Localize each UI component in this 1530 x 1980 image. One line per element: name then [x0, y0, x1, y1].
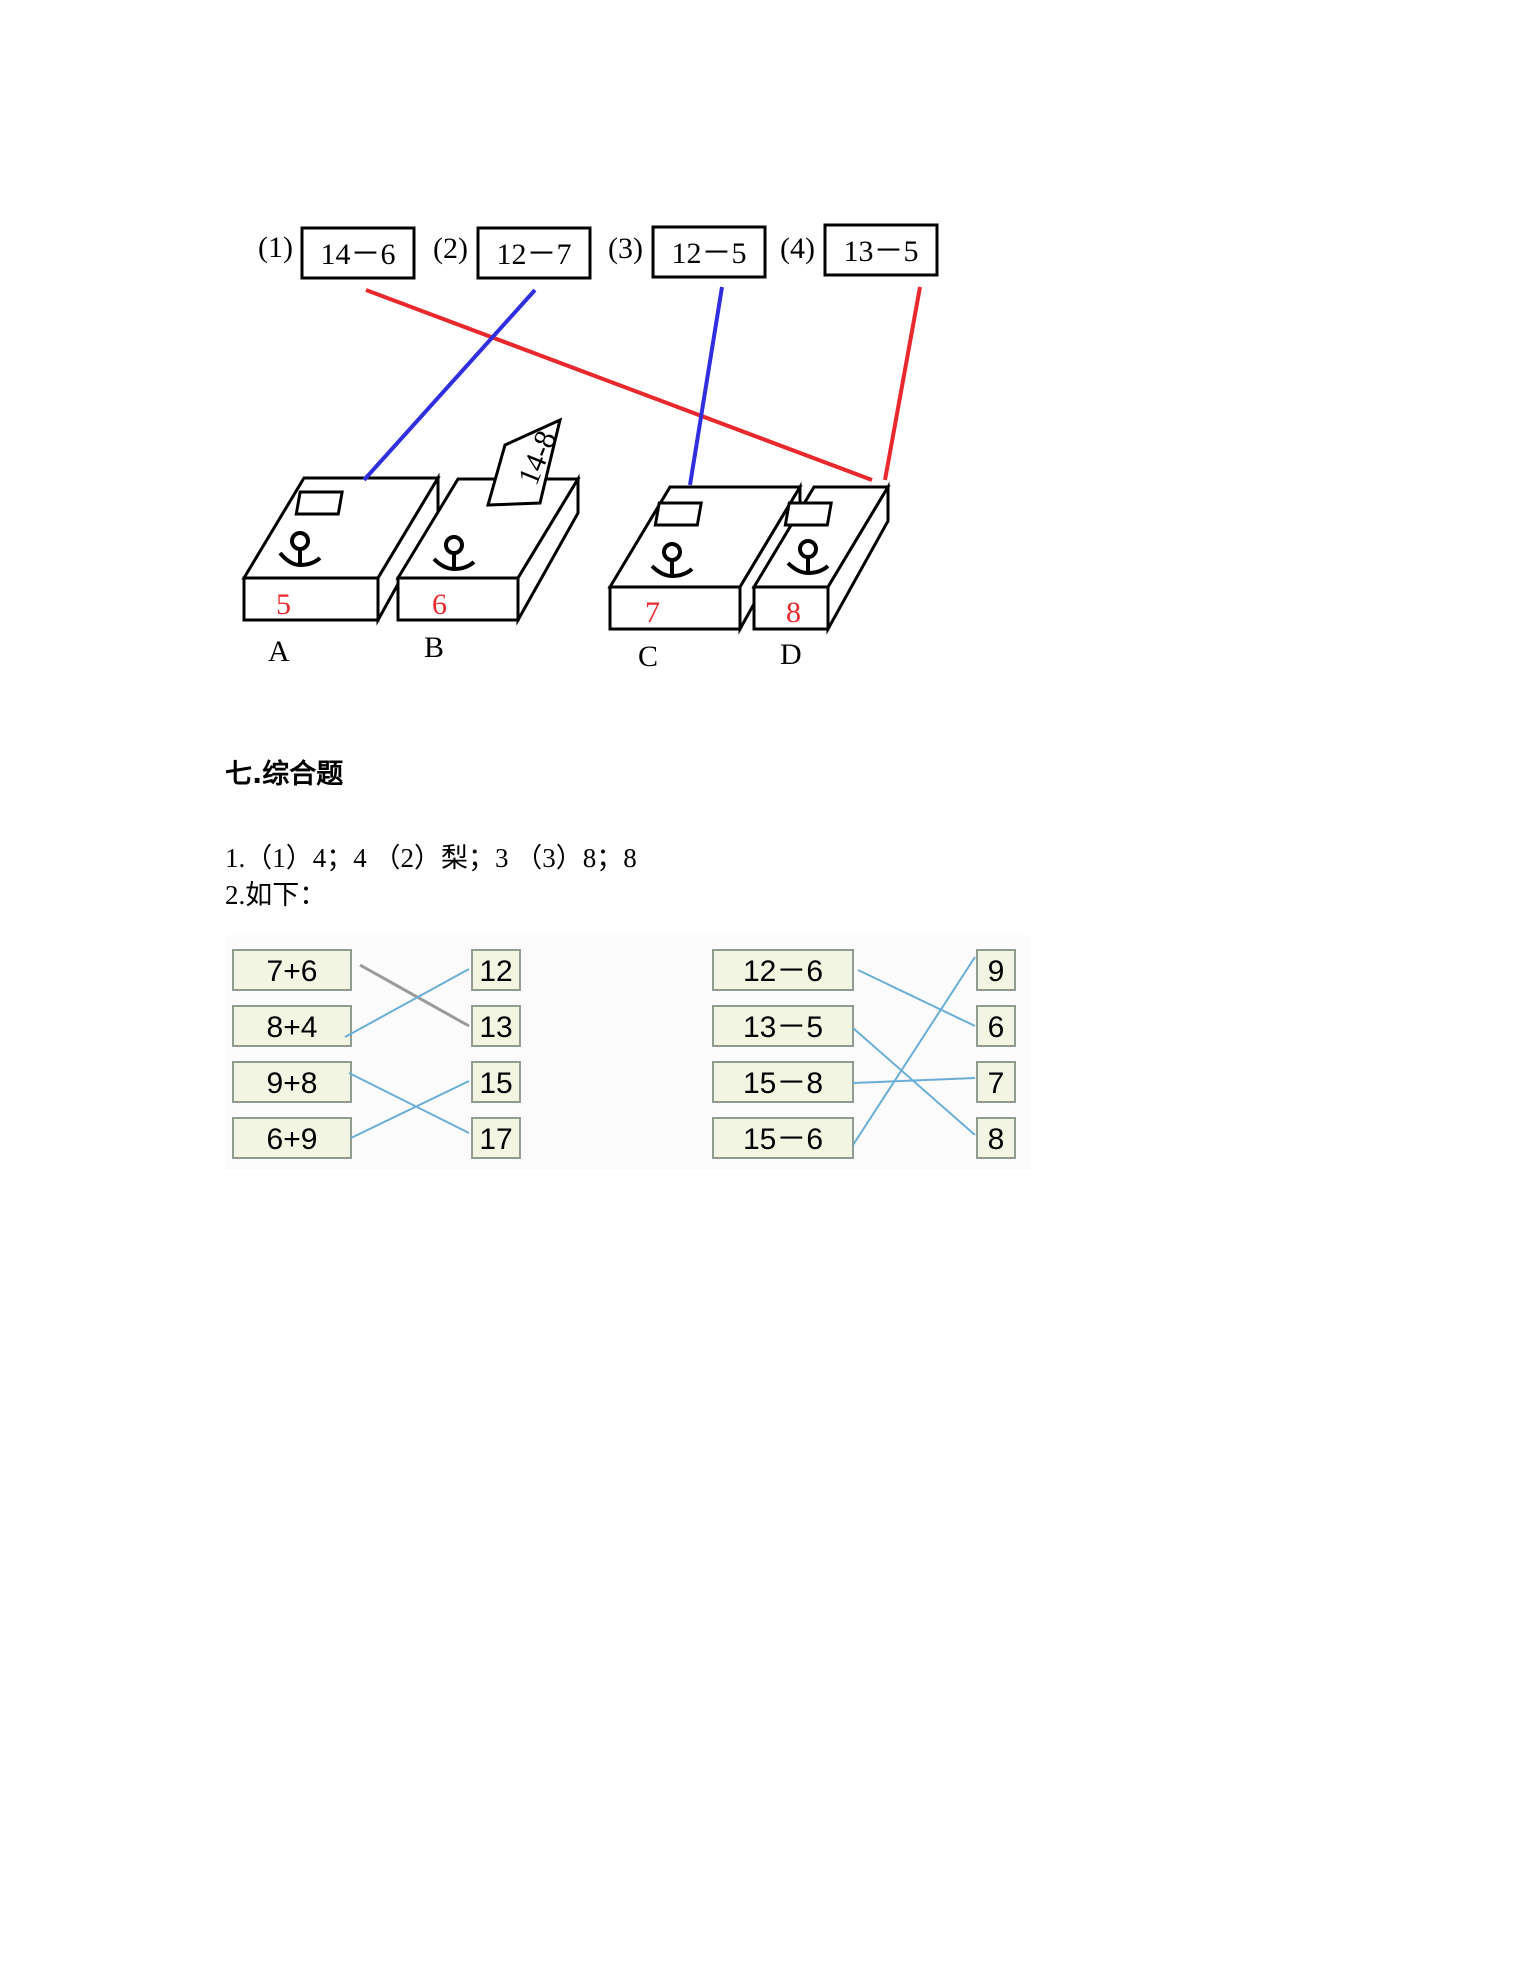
left-expr-1: 7+6: [267, 955, 318, 988]
prompt-box-3: 12－5: [651, 225, 767, 279]
right-result-2: 6: [988, 1011, 1005, 1044]
prompt-box-2: 12－7: [476, 226, 592, 280]
match-line-4-d: [883, 286, 922, 481]
left-expr-box-1: 7+6: [232, 949, 352, 991]
left-result-box-1: 12: [471, 949, 521, 991]
left-expr-box-3: 9+8: [232, 1061, 352, 1103]
right-result-box-2: 6: [976, 1005, 1016, 1047]
left-result-1: 12: [479, 955, 512, 988]
prompt-tag-4: (4): [780, 232, 815, 265]
left-expr-4: 6+9: [267, 1123, 318, 1156]
right-result-box-3: 7: [976, 1061, 1016, 1103]
left-result-4: 17: [479, 1123, 512, 1156]
match-15minus8-7: [852, 1077, 976, 1084]
right-expr-box-2: 13－5: [712, 1005, 854, 1047]
match-7plus6-13: [359, 963, 470, 1028]
flower-icon: [432, 535, 476, 572]
answer-line-1: 1.（1）4；4 （2）梨；3 （3）8；8: [225, 843, 637, 873]
box-letter-a: A: [268, 635, 290, 668]
right-expr-box-3: 15－8: [712, 1061, 854, 1103]
left-result-3: 15: [479, 1067, 512, 1100]
box-letter-c: C: [638, 640, 658, 673]
prompt-expr-3: 12－5: [672, 237, 747, 270]
right-result-1: 9: [988, 955, 1005, 988]
right-result-4: 8: [988, 1123, 1005, 1156]
prompt-tag-3: (3): [608, 232, 643, 265]
box-d: 8 D: [751, 481, 891, 671]
right-expr-2: 13－5: [743, 1011, 823, 1044]
box-b: 14-8 6 B: [395, 417, 581, 664]
prompt-tag-1: (1): [258, 231, 293, 264]
left-expr-2: 8+4: [267, 1011, 318, 1044]
match-15minus6-9: [852, 956, 976, 1146]
prompt-box-1: 14－6: [300, 226, 416, 280]
flower-icon: [786, 539, 830, 576]
prompt-expr-1: 14－6: [321, 238, 396, 271]
right-expr-3: 15－8: [743, 1067, 823, 1100]
top-matching-figure: (1) (2) (3) (4) 14－6 12－7 12－5 13－5 5 A: [241, 223, 939, 673]
prompt-expr-4: 13－5: [844, 235, 919, 268]
left-expr-box-4: 6+9: [232, 1117, 352, 1159]
box-number-a: 5: [276, 588, 291, 621]
left-result-box-2: 13: [471, 1005, 521, 1047]
match-12minus6-6: [857, 969, 976, 1027]
match-line-3-c: [688, 286, 724, 486]
match-6plus9-15: [350, 1080, 470, 1139]
match-line-1-d: [365, 288, 873, 482]
box-letter-b: B: [424, 631, 444, 664]
match-line-2-a: [362, 288, 537, 482]
right-expr-1: 12－6: [743, 955, 823, 988]
right-expr-4: 15－6: [743, 1123, 823, 1156]
prompt-box-4: 13－5: [823, 223, 939, 277]
box-number-d: 8: [786, 596, 801, 629]
left-result-2: 13: [479, 1011, 512, 1044]
bottom-matching-figure: 7+6 8+4 9+8 6+9 12 13 15 17 12－6 13－5 15…: [225, 935, 1030, 1170]
prompt-expr-2: 12－7: [497, 238, 572, 271]
flower-icon: [278, 531, 322, 568]
left-expr-3: 9+8: [267, 1067, 318, 1100]
answer-line-2: 2.如下：: [225, 880, 327, 910]
right-result-3: 7: [988, 1067, 1005, 1100]
right-result-box-4: 8: [976, 1117, 1016, 1159]
match-8plus4-12: [344, 968, 470, 1038]
left-expr-box-2: 8+4: [232, 1005, 352, 1047]
left-result-box-3: 15: [471, 1061, 521, 1103]
box-number-c: 7: [645, 596, 660, 629]
box-letter-d: D: [780, 638, 802, 671]
right-result-box-1: 9: [976, 949, 1016, 991]
box-a: 5 A: [241, 472, 441, 668]
box-number-b: 6: [432, 588, 447, 621]
left-result-box-4: 17: [471, 1117, 521, 1159]
section-title: 七.综合题: [225, 759, 344, 790]
right-expr-box-4: 15－6: [712, 1117, 854, 1159]
flower-icon: [650, 542, 694, 579]
right-expr-box-1: 12－6: [712, 949, 854, 991]
match-9plus8-17: [348, 1072, 470, 1134]
prompt-tag-2: (2): [433, 232, 468, 265]
